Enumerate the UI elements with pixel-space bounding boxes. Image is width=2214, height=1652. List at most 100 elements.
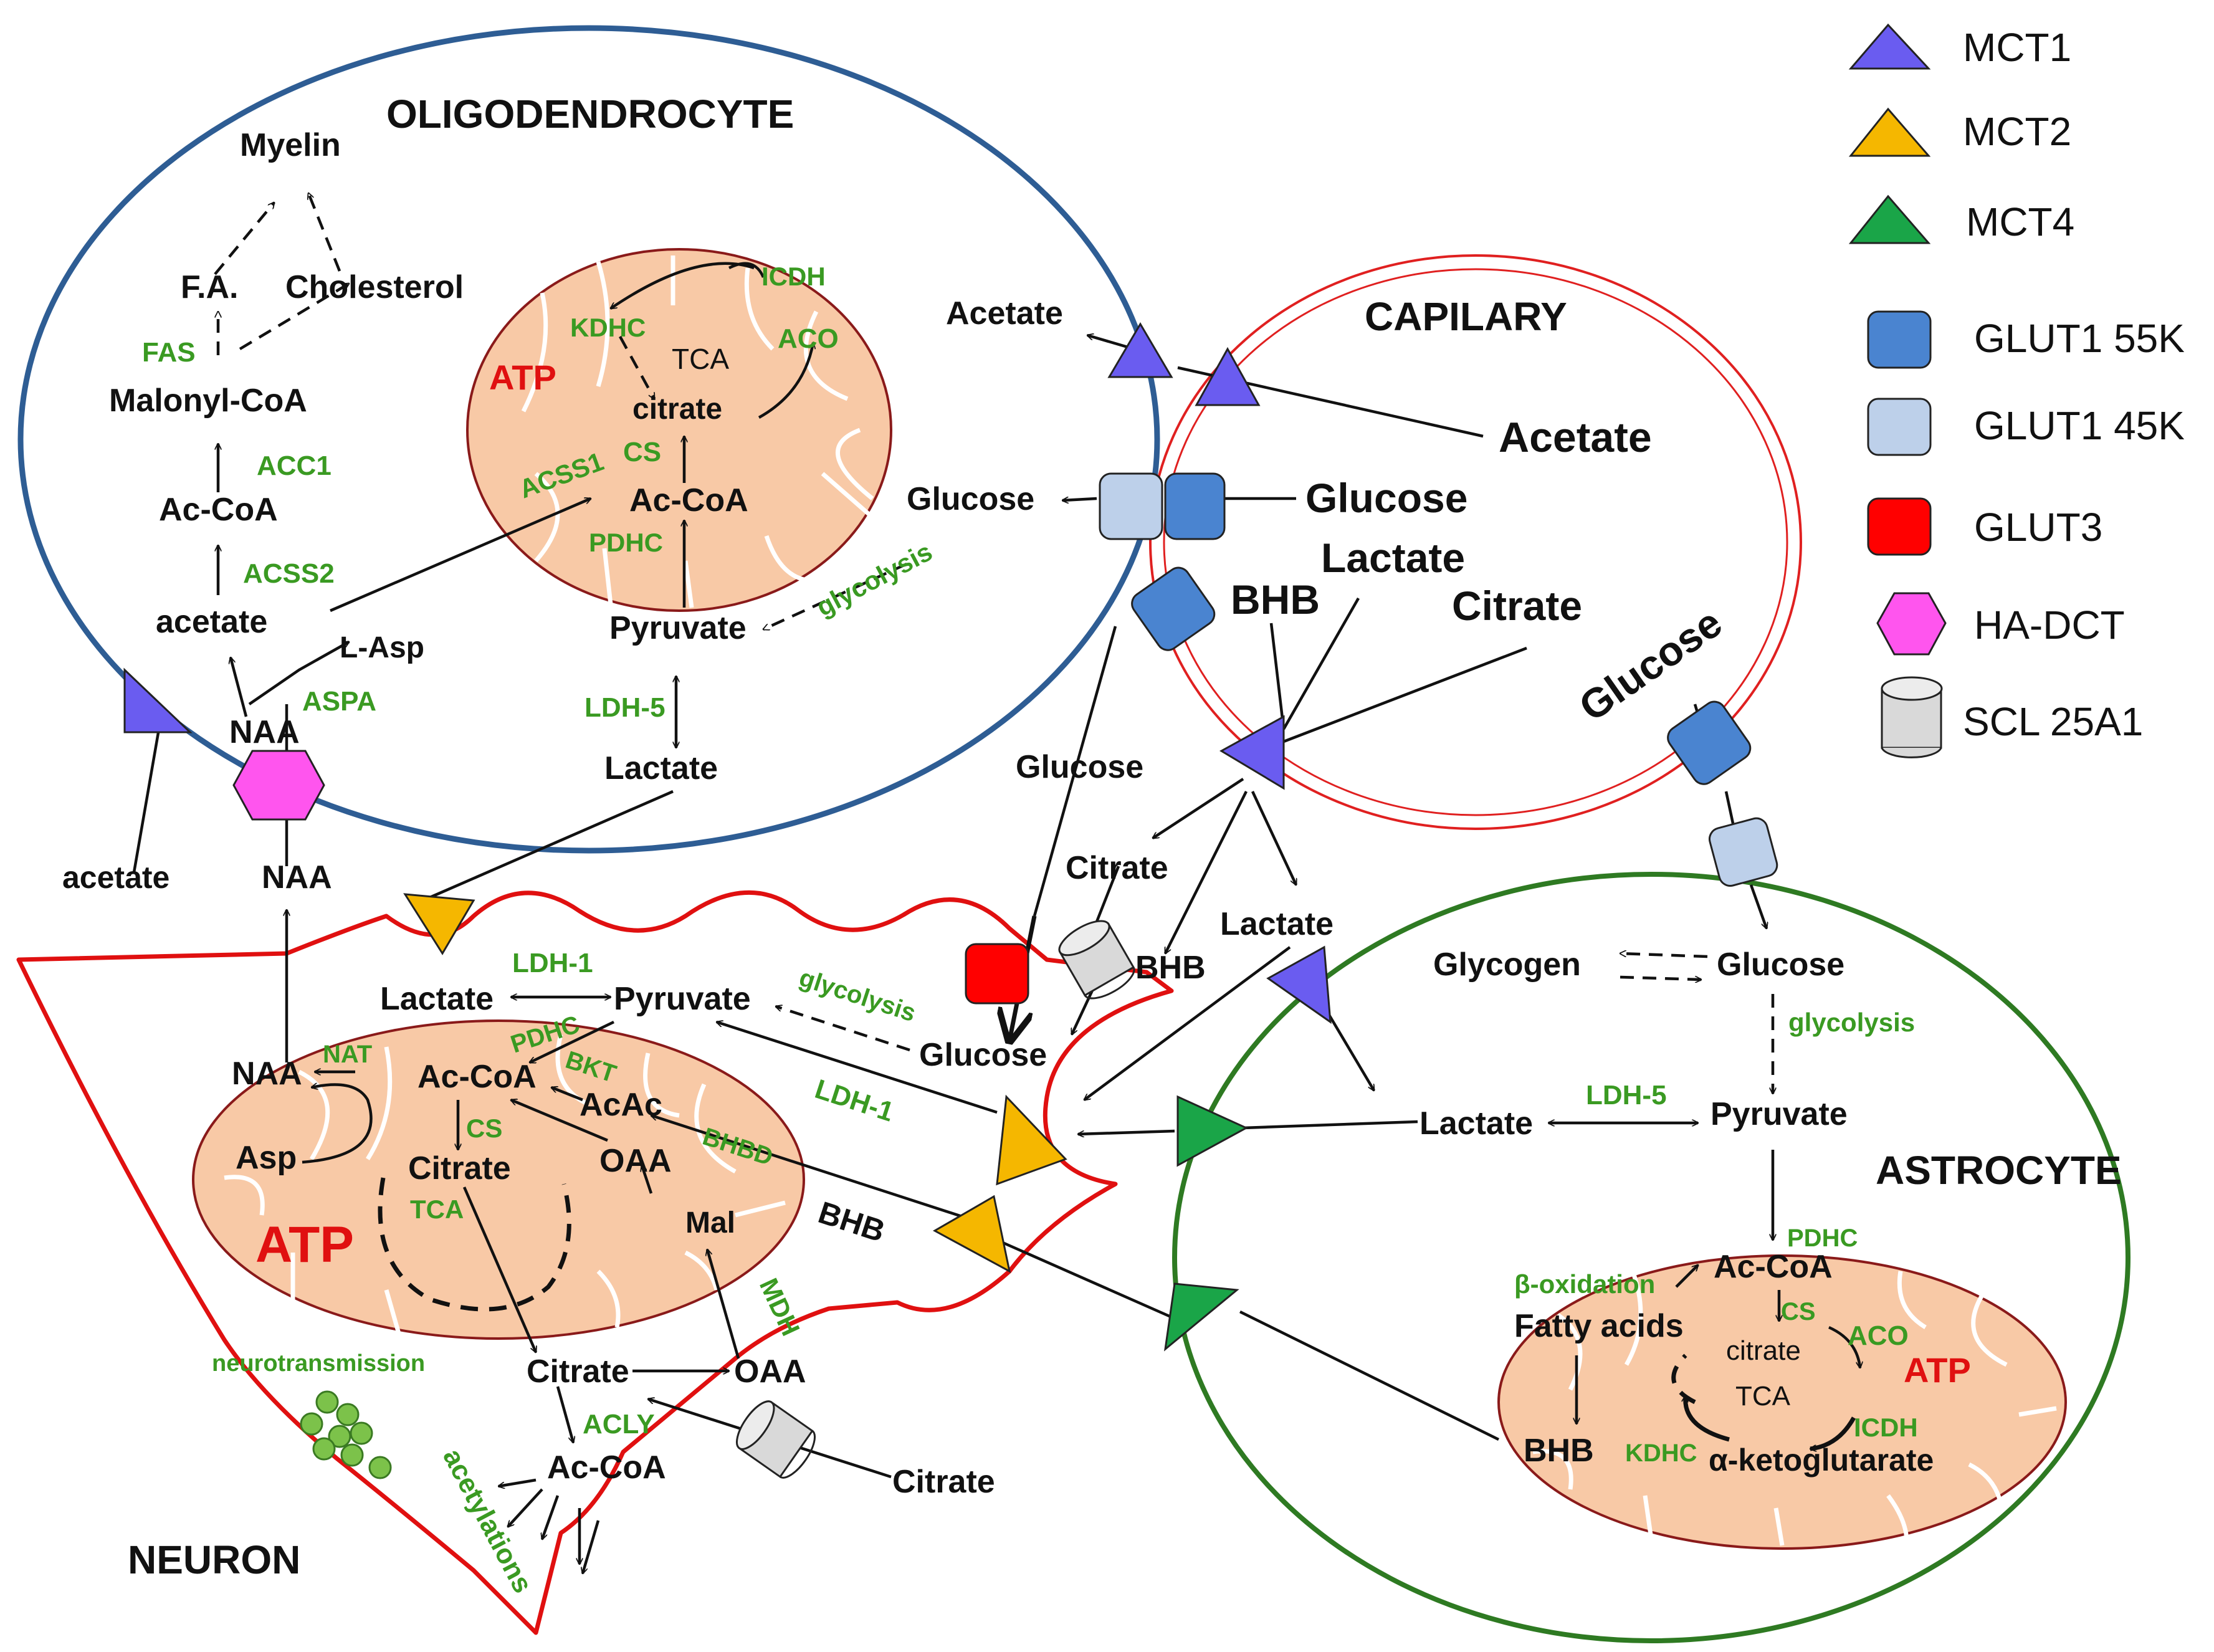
acac-label: AcAc: [580, 1087, 662, 1123]
oligo-glucose-label: Glucose: [907, 481, 1034, 517]
neuron-ldh1-right-enzyme: LDH-1: [811, 1074, 897, 1128]
beta-oxidation-enzyme: β-oxidation: [1514, 1269, 1655, 1299]
alpha-ketoglutarate-label: α-ketoglutarate: [1709, 1443, 1934, 1478]
glut1-45k-astrocyte: [1708, 817, 1778, 887]
legend-mct1-swatch: [1848, 23, 1931, 70]
l-asp-label: L-Asp: [340, 631, 424, 664]
neuron-glucose-label: Glucose: [919, 1037, 1047, 1073]
legend-mct4-label: MCT4: [1966, 199, 2074, 244]
mct1-transporter-oligo-acetate: [1107, 322, 1173, 378]
neurotransmission-label: neurotransmission: [212, 1350, 425, 1377]
astro-aco-enzyme: ACO: [1848, 1320, 1909, 1351]
mct2-transporter-neuron-top: [403, 893, 475, 955]
legend-glut3-swatch: [1867, 497, 1932, 556]
scl25a1-neuron-citrate: [736, 1400, 816, 1479]
neuron-citrate-right-label: Citrate: [892, 1464, 995, 1500]
astrocyte-title: ASTROCYTE: [1876, 1148, 2122, 1193]
neuron-naa-label: NAA: [232, 1056, 302, 1092]
aspa-enzyme: ASPA: [302, 686, 376, 717]
astro-ldh5-enzyme: LDH-5: [1586, 1080, 1667, 1110]
astrocyte-mitochondrion: [1497, 1254, 2067, 1550]
legend-mct4-swatch: [1848, 194, 1931, 244]
oligo-mitochondrion: [466, 248, 892, 612]
legend-glut3-label: GLUT3: [1974, 505, 2102, 550]
acetylations-label: acetylations: [437, 1444, 538, 1598]
neurotransmitter-vesicles: [300, 1390, 392, 1479]
asp-label: Asp: [236, 1140, 297, 1176]
legend-glut1-55k-label: GLUT1 55K: [1974, 316, 2185, 361]
legend-mct1-label: MCT1: [1963, 25, 2071, 70]
capillary-inner-wall: [1163, 268, 1788, 816]
nat-enzyme: NAT: [323, 1041, 372, 1068]
oligo-atp-label: ATP: [489, 358, 556, 397]
oligodendrocyte-membrane: [17, 25, 1160, 854]
legend-glut1-45k-label: GLUT1 45K: [1974, 403, 2185, 448]
oligo-acetate-label: acetate: [156, 604, 267, 640]
mct1-transporter-oligo-left: [123, 667, 193, 733]
acss2-enzyme: ACSS2: [243, 558, 335, 589]
middle-bhb-label: BHB: [1135, 950, 1206, 986]
middle-lactate-label: Lactate: [1220, 906, 1334, 942]
capillary-title: CAPILARY: [1365, 294, 1567, 339]
cholesterol-label: Cholesterol: [285, 269, 464, 305]
mdh-enzyme: MDH: [754, 1274, 806, 1340]
neuron-mitochondrion: [192, 1019, 805, 1340]
mct4-transporter-astrocyte-lower: [1163, 1282, 1239, 1352]
acetate-oligo-label: Acetate: [946, 295, 1063, 332]
capillary-glucose-label: Glucose: [1305, 475, 1467, 521]
astro-pdhc-enzyme: PDHC: [1787, 1225, 1858, 1252]
glut1-55k-capillary-astro: [1667, 700, 1752, 785]
capillary-outer-wall: [1149, 254, 1802, 830]
oligo-cs-enzyme: CS: [623, 437, 661, 467]
glut1-55k-capillary-oligo: [1164, 472, 1226, 540]
astrocyte-membrane: [1172, 872, 2130, 1643]
oligo-aco-enzyme: ACO: [778, 323, 839, 354]
astro-bhb-label: BHB: [1524, 1433, 1594, 1469]
neuron-mito-oaa-label: OAA: [599, 1143, 672, 1179]
neuron-pyruvate-label: Pyruvate: [614, 981, 751, 1017]
legend-mct2-swatch: [1848, 107, 1931, 157]
fatty-acids-label: Fatty acids: [1514, 1308, 1684, 1344]
mct1-transporter-capillary-acetate: [1195, 346, 1261, 406]
neuron-mito-citrate-label: Citrate: [408, 1150, 511, 1186]
oligo-pdhc-enzyme: PDHC: [589, 528, 663, 557]
neuron-tca-enzyme: TCA: [410, 1195, 464, 1224]
neuron-title: NEURON: [128, 1537, 300, 1582]
astro-citrate-label: citrate: [1726, 1335, 1801, 1366]
legend-ha-dct-label: HA-DCT: [1974, 603, 2125, 647]
astro-atp-label: ATP: [1904, 1350, 1971, 1390]
mal-label: Mal: [685, 1206, 735, 1239]
oligo-tca-label: TCA: [672, 343, 729, 375]
oligo-ldh5-enzyme: LDH-5: [585, 692, 666, 723]
acc1-enzyme: ACC1: [257, 451, 332, 481]
astro-kdhc-enzyme: KDHC: [1625, 1440, 1697, 1467]
oligo-acoa-label: Ac-CoA: [159, 492, 278, 528]
astro-glucose-label: Glucose: [1717, 947, 1844, 983]
glut1-45k-oligo: [1099, 472, 1163, 540]
mct2-transporter-neuron-right: [996, 1094, 1067, 1186]
oligo-mito-acoa-label: Ac-CoA: [629, 482, 748, 518]
oligodendrocyte-title: OLIGODENDROCYTE: [386, 92, 794, 136]
acetate-outside-label: acetate: [62, 860, 169, 895]
neuron-bhb-label: BHB: [814, 1195, 889, 1249]
mct4-transporter-astrocyte-upper: [1176, 1095, 1249, 1167]
astro-cs-enzyme: CS: [1781, 1298, 1816, 1325]
legend: MCT1 MCT2 MCT4 GLUT1 55K GLUT1 45K GLUT3…: [1848, 23, 2185, 758]
mct1-transporter-astrocyte: [1266, 945, 1332, 1024]
oligo-kdhc-enzyme: KDHC: [570, 313, 646, 342]
astro-icdh-enzyme: ICDH: [1854, 1413, 1918, 1442]
ha-dct-oligo: [232, 750, 325, 821]
astro-pyruvate-label: Pyruvate: [1711, 1096, 1848, 1132]
legend-glut1-45k-swatch: [1867, 398, 1932, 456]
astro-tca-label: TCA: [1735, 1381, 1791, 1411]
glycogen-label: Glycogen: [1433, 947, 1581, 983]
legend-scl25a1-swatch: [1881, 676, 1943, 758]
capillary-lactate-label: Lactate: [1321, 535, 1465, 581]
glut3-neuron: [965, 943, 1029, 1005]
oligo-lactate-label: Lactate: [604, 750, 718, 786]
mct2-transporter-neuron-bhb: [932, 1195, 1011, 1273]
fa-label: F.A.: [181, 269, 238, 305]
neuron-acoa-out-label: Ac-CoA: [547, 1449, 666, 1486]
astro-acoa-label: Ac-CoA: [1714, 1249, 1833, 1285]
